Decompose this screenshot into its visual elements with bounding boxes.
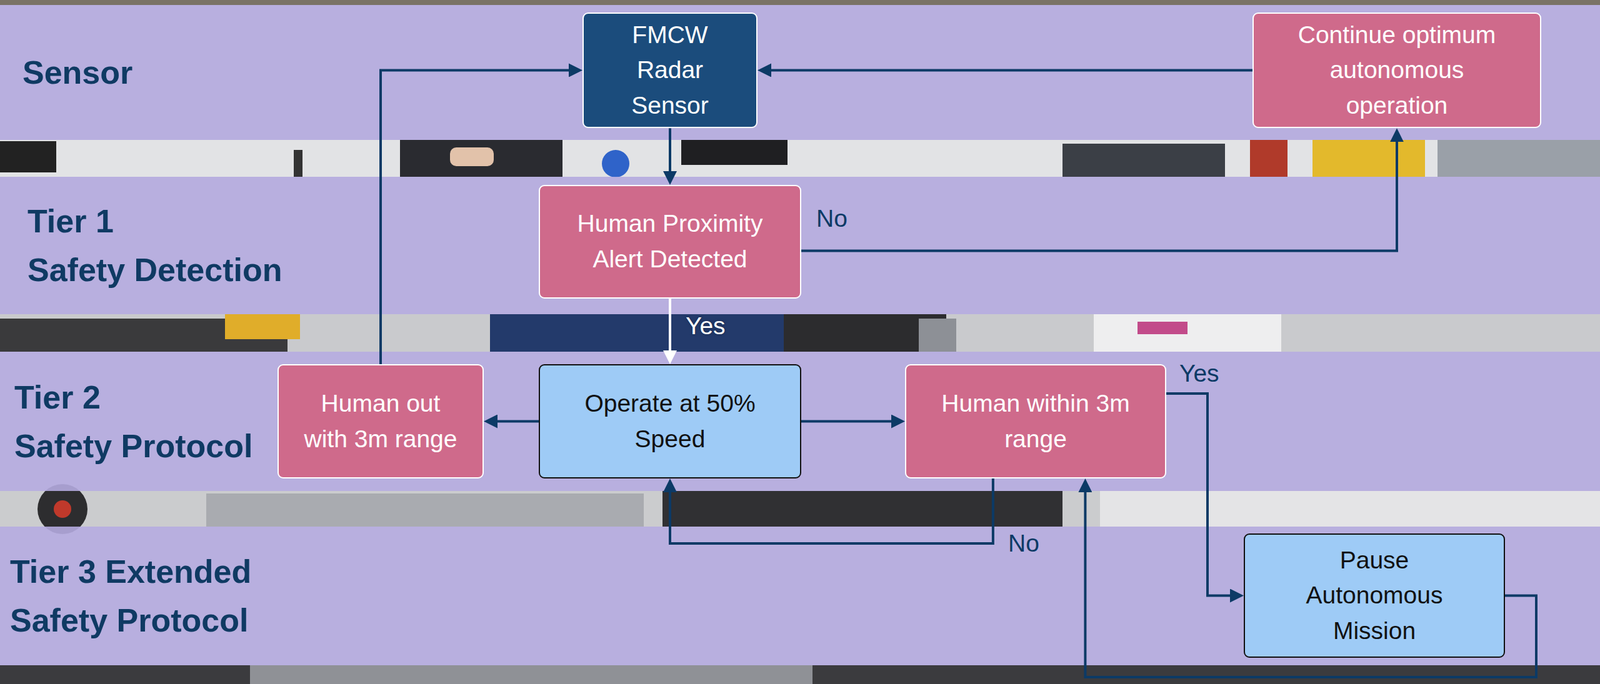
connector-arrow [801, 132, 1397, 251]
swimlane-band: Tier 3 Extended Safety Protocol Pause Aut… [0, 526, 1600, 666]
process-box: Operate at 50% Speed [538, 364, 802, 479]
robot-base [0, 665, 1600, 684]
swimlane-band: Sensor FMCW Radar Sensor Continue optimum … [0, 5, 1600, 140]
box-text: Operate at 50% Speed [566, 386, 774, 457]
tires [662, 491, 1063, 527]
process-box: Continue optimum autonomous operation [1252, 12, 1542, 129]
lane-title-block: Tier 1 Safety Detection [27, 196, 309, 295]
edge-label: No [1008, 530, 1040, 557]
frame [918, 318, 957, 352]
swimlane-band: Tier 2 Safety Protocol Human out with 3m … [0, 351, 1600, 492]
edge-label-block: Yes [1179, 360, 1220, 389]
floor [0, 314, 1600, 352]
yellow-frame [1312, 140, 1425, 177]
floor [0, 491, 1600, 527]
edge-label: No [816, 205, 848, 232]
yellow-bumper [225, 314, 300, 340]
edge-label-block: Yes [685, 312, 726, 341]
sticker [1137, 321, 1188, 335]
box-text: Pause Autonomous Mission [1299, 543, 1450, 650]
lane-title-block: Sensor [22, 48, 398, 97]
tray [490, 314, 784, 352]
extinguisher [1250, 140, 1288, 177]
edge-label-block: No [1008, 530, 1040, 559]
wrap-spacer [140, 196, 309, 222]
shelf-strip [0, 0, 1600, 5]
connector-arrow [1166, 393, 1240, 596]
swimlane-band: Tier 1 Safety Detection Human Proximity A… [0, 176, 1600, 315]
connector-arrow [1085, 483, 1537, 678]
edge-label: Yes [685, 312, 726, 340]
lane-title-block: Tier 2 Safety Protocol [14, 373, 296, 471]
box-text: Continue optimum autonomous operation [1284, 17, 1510, 124]
lane-title: Tier 3 Extended Safety Protocol [10, 553, 252, 639]
connector-arrow [801, 420, 901, 424]
connector-arrow [380, 70, 579, 365]
robot-panel [1100, 491, 1600, 527]
connector-arrow [668, 128, 672, 181]
connector-arrow [488, 420, 539, 424]
lane-title: Tier 1 Safety Detection [27, 203, 282, 289]
connector-arrow [668, 298, 672, 360]
robot-body [1062, 143, 1225, 177]
stand [293, 150, 303, 177]
edge-label-block: No [816, 205, 848, 234]
lane-title-block: Tier 3 Extended Safety Protocol [10, 547, 285, 645]
chassis [206, 493, 644, 527]
robot-legs [681, 140, 788, 165]
lane-title: Tier 2 Safety Protocol [14, 379, 253, 465]
chassis [250, 665, 813, 684]
box-text: Human out with 3m range [299, 386, 462, 457]
floor [0, 140, 1600, 177]
connector-arrow [761, 68, 1253, 72]
beacon [601, 150, 630, 178]
box-text: Human within 3m range [929, 386, 1142, 457]
shelving [1437, 140, 1600, 177]
person [400, 140, 563, 177]
process-box: Pause Autonomous Mission [1243, 533, 1505, 659]
box-text: Human Proximity Alert Detected [557, 206, 783, 277]
decision-box: Human Proximity Alert Detected [538, 185, 802, 299]
sensor-box: FMCW Radar Sensor [582, 12, 758, 129]
decision-box: Human within 3m range [905, 364, 1167, 479]
robot-panel [1093, 314, 1282, 352]
connector-arrow [670, 478, 994, 544]
hub [53, 500, 72, 519]
decision-box: Human out with 3m range [277, 364, 484, 479]
edge-label: Yes [1179, 360, 1220, 387]
box-text: FMCW Radar Sensor [607, 17, 733, 124]
hand [450, 147, 494, 167]
wrap-spacer [126, 373, 296, 399]
shoe [0, 141, 57, 173]
lane-title: Sensor [22, 54, 133, 91]
